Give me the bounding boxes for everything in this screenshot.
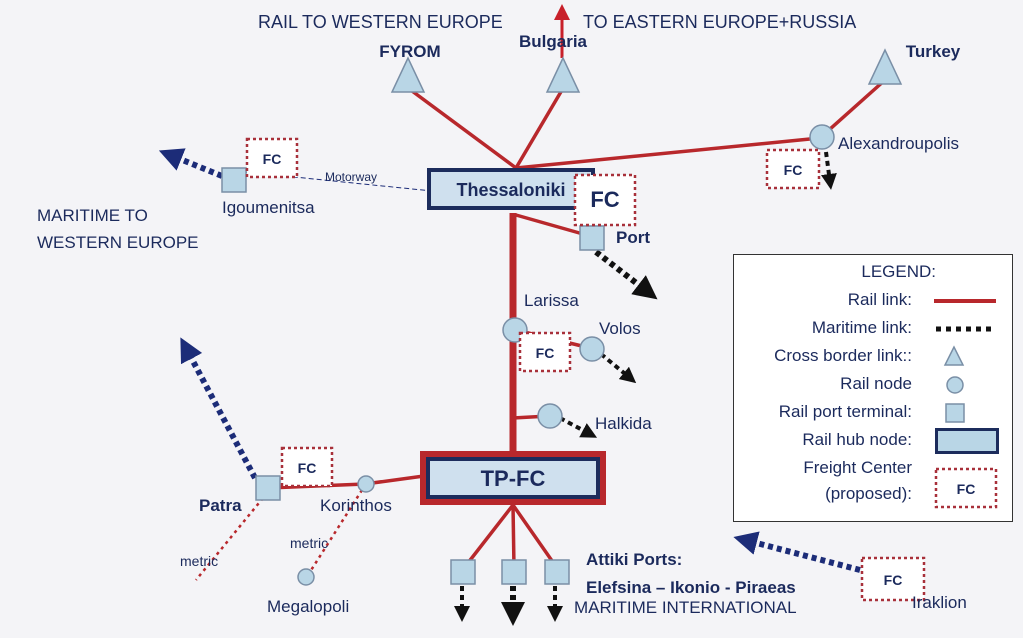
rail-up-arrow [554, 4, 570, 58]
rail-east-label: TO EASTERN EUROPE+RUSSIA [583, 12, 856, 32]
metric-links [195, 489, 364, 581]
patra-label: Patra [199, 496, 242, 515]
maritime-west-line2: WESTERN EUROPE [37, 233, 199, 252]
terminal-attiki-1 [450, 559, 476, 585]
map-labels: RAIL TO WESTERN EUROPE TO EASTERN EUROPE… [37, 12, 967, 617]
terminal-attiki-3 [544, 559, 570, 585]
motorway-label: Motorway [325, 170, 377, 184]
rail-link-tpfc-korinthos [364, 474, 425, 486]
rail-link-thess-alexandroupolis [515, 136, 821, 170]
fc-alexandroupolis [765, 148, 821, 190]
fc-larissa-label: FC [536, 345, 555, 361]
cross-border-turkey [867, 48, 903, 85]
fc-patra [280, 446, 334, 488]
rail-west-label: RAIL TO WESTERN EUROPE [258, 12, 503, 32]
maritime-iraklion [733, 531, 861, 573]
cross-border-nodes [390, 48, 903, 93]
fc-larissa [518, 331, 572, 373]
legend-maritime-link-symbol [936, 326, 996, 332]
legend-rail-node-label: Rail node [840, 374, 912, 393]
fc-igoumenitsa-label: FC [263, 151, 282, 167]
legend-freight-center-label-1: Freight Center [803, 458, 912, 477]
larissa-label: Larissa [524, 291, 579, 310]
legend-rail-link-label: Rail link: [847, 290, 912, 309]
hub-thessaloniki: Thessaloniki [427, 168, 595, 210]
fc-alexandroupolis-label: FC [784, 162, 803, 178]
metric-label-1: metric [290, 535, 328, 551]
metric-label-2: metric [180, 553, 218, 569]
alexandroupolis-label: Alexandroupolis [838, 134, 959, 153]
hub-thessaloniki-label: Thessaloniki [456, 180, 565, 200]
maritime-igoumenitsa [158, 148, 224, 179]
freight-center-labels: FC FC FC FC FC FC [263, 151, 903, 588]
legend-fc-text: FC [957, 481, 976, 497]
rail-link-tpfc-port1 [462, 503, 515, 570]
port-terminals [221, 167, 605, 585]
maritime-west-line1: MARITIME TO [37, 206, 148, 225]
korinthos-label: Korinthos [320, 496, 392, 515]
volos-label: Volos [599, 319, 641, 338]
maritime-port [594, 249, 658, 300]
terminal-patra [255, 475, 281, 501]
legend-cross-border-label: Cross border link:: [774, 346, 912, 365]
node-megalopoli [297, 568, 315, 586]
maritime-intl-label: MARITIME INTERNATIONAL [574, 598, 797, 617]
node-korinthos [357, 475, 375, 493]
attiki-list-label: Elefsina – Ikonio - Piraeas [586, 578, 796, 597]
node-alexandroupolis [809, 124, 835, 150]
cross-border-fyrom [390, 56, 426, 93]
port-label: Port [616, 228, 650, 247]
iraklion-label: Iraklion [912, 593, 967, 612]
halkida-label: Halkida [595, 414, 652, 433]
legend: LEGEND: Rail link: Maritime link: Cross … [733, 254, 1013, 522]
rail-link-tpfc-port3 [511, 503, 559, 570]
igoumenitsa-label: Igoumenitsa [222, 198, 315, 217]
maritime-volos [599, 352, 637, 384]
fc-patra-label: FC [298, 460, 317, 476]
fc-thessaloniki-label: FC [590, 187, 619, 212]
hub-tpfc-label: TP-FC [481, 466, 546, 491]
megalopoli-label: Megalopoli [267, 597, 349, 616]
legend-rail-node-symbol [946, 376, 964, 394]
legend-freight-center-label-2: (proposed): [825, 484, 912, 503]
motorway-link [244, 171, 433, 192]
maritime-alexandroupolis [821, 151, 837, 190]
turkey-label: Turkey [906, 42, 961, 61]
metric-link-megalopoli [306, 489, 364, 576]
maritime-halkida [559, 416, 598, 438]
fc-iraklion-label: FC [884, 572, 903, 588]
maritime-links [158, 148, 861, 626]
attiki-ports-label: Attiki Ports: [586, 550, 682, 569]
legend-cross-border-symbol [943, 345, 965, 366]
bulgaria-label: Bulgaria [519, 32, 588, 51]
rail-link-thess-fyrom [406, 86, 518, 170]
maritime-patra [180, 337, 258, 480]
node-volos [579, 336, 605, 362]
legend-rail-hub-label: Rail hub node: [802, 430, 912, 449]
fc-igoumenitsa [245, 137, 299, 179]
legend-rail-link-symbol [934, 299, 996, 303]
legend-rail-port-label: Rail port terminal: [778, 402, 912, 421]
fc-iraklion [860, 556, 926, 602]
legend-rail-port-symbol [945, 403, 965, 423]
rail-link-thess-bulgaria [514, 89, 564, 169]
hub-tpfc: TP-FC [420, 451, 606, 505]
rail-link-tpfc-port2 [511, 504, 516, 569]
freight-centers [245, 137, 926, 602]
legend-freight-center-symbol: FC [934, 467, 998, 509]
terminal-thess-port [579, 225, 605, 251]
terminal-igoumenitsa [221, 167, 247, 193]
legend-title: LEGEND: [861, 262, 936, 281]
legend-rail-hub-symbol [935, 428, 999, 454]
node-halkida [537, 403, 563, 429]
terminal-attiki-2 [501, 559, 527, 585]
cross-border-bulgaria [545, 56, 581, 93]
fc-thessaloniki [573, 173, 637, 227]
fyrom-label: FYROM [379, 42, 440, 61]
rail-link-thess-port [515, 213, 591, 238]
legend-maritime-link-label: Maritime link: [811, 318, 912, 337]
